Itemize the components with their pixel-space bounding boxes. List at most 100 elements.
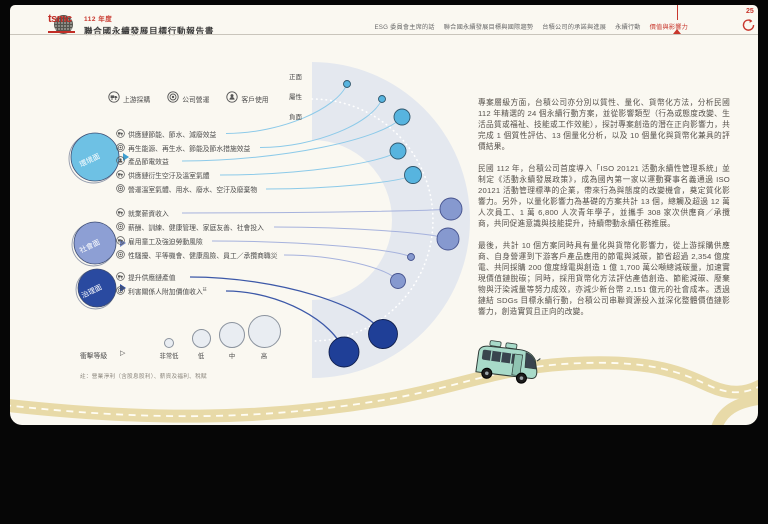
paragraph-2: 最後，共計 10 個方案同時具有量化與貨幣化影響力，從上游採購供應商、自身營運到… [478,241,730,316]
impact-item-1-2: 雇用童工及強迫勞動風險 [116,232,203,250]
impact-item-0-1: 再生能源、再生水、節能及節水措施效益 [116,139,250,157]
logo-underline [48,31,75,33]
value-chain-legend-item-2: 客戶使用 [226,90,269,108]
logo-text: tsmc [48,13,72,25]
bus-roof-vent [489,340,502,348]
header-divider [10,34,758,35]
category-arrow-icon-2 [120,284,126,292]
impact-item-1-0: 就業薪資收入 [116,204,169,222]
impact-item-1-3: 性騷擾、平等機會、健康風險、員工／承攬商職災 [116,246,278,264]
category-arrow-icon-0 [123,153,129,161]
impact-scale-arrow-icon: ▷ [120,350,126,357]
connector-0-3 [219,150,399,176]
category-circle-1 [73,221,117,265]
legend-label: 上游採購 [123,97,151,104]
impact-scale-label: 低 [197,353,205,360]
truck-icon [116,166,125,184]
bus-mirror [536,358,541,362]
truck-icon [108,90,120,108]
truck-icon [116,268,125,286]
person-icon [226,90,239,108]
category-circle-2 [77,268,117,308]
impact-scale-circle [164,338,174,348]
top-nav: ESG 委員會主席的話 聯合國永續發展目標與國際趨勢 台積公司的承諾與進展 永續行動 價… [374,22,688,31]
connector-1-2 [211,240,412,258]
legend-label: 客戶使用 [241,97,269,104]
impact-scale-level-0: 非常低 [147,5,191,360]
paragraph-0: 專案層級方面，台積公司亦分別以質性、量化、貨幣化方法，分析民國 112 年精選的… [478,98,730,151]
connector-0-1 [259,98,383,148]
impact-scale-circle [191,329,211,348]
impact-item-2-1: 利害關係人附加價值收入註 [116,282,207,300]
legend-label: 公司營運 [182,97,210,104]
report-year: 112 年度 [84,16,113,23]
impact-item-label: 性騷擾、平等機會、健康風險、員工／承攬商職災 [128,253,278,260]
nav-tab-2[interactable]: 台積公司的承諾與進展 [542,24,607,31]
nav-tab-0[interactable]: ESG 委員會主席的話 [374,24,435,31]
value-chain-legend: 上游採購 公司營運 客戶使用 [108,90,269,108]
rings-icon [167,90,179,108]
impact-bubble-2-1 [328,336,360,368]
connector-1-0 [181,208,452,214]
impact-item-0-3: 供應鏈衍生空汙及溫室氣體 [116,166,210,184]
impact-item-0-0: 供應鏈節能、節水、減廢效益 [116,125,216,143]
axis-label-1: 屬性 [289,94,302,101]
impact-scale-label: 高 [260,353,268,360]
impact-item-label: 再生能源、再生水、節能及節水措施效益 [128,145,251,153]
nav-tab-1[interactable]: 聯合國永續發展目標與國際趨勢 [443,24,534,31]
nav-tab-4[interactable]: 價值與影響力 [649,24,688,31]
impact-scale-label: 非常低 [159,353,179,360]
impact-item-label: 薪酬、訓練、健康管理、家庭友善、社會投入 [128,225,264,232]
impact-scale-level-1: 低 [179,5,223,360]
bus-hub [484,371,489,376]
connector-0-0 [225,83,348,134]
chapter-home-icon[interactable] [741,18,756,32]
impact-bubble-0-3 [389,142,407,160]
impact-bubble-1-3 [390,273,406,289]
road [10,356,758,423]
rings-icon [116,218,125,236]
impact-item-1-1: 薪酬、訓練、健康管理、家庭友善、社會投入 [116,218,264,236]
bus-door [511,353,524,377]
impact-bubble-2-0 [368,319,398,349]
impact-scale-circle [219,322,245,348]
footnote: 註：營業淨利（含股息股利）、薪資及福利、稅賦 [80,374,207,380]
impact-bubble-0-1 [378,95,386,103]
impact-bubble-0-0 [343,80,351,88]
bus-window-frames [489,350,513,364]
rings-icon [116,246,125,264]
attribute-dashed-arc [311,98,434,342]
truck-icon [116,204,125,222]
impact-item-label: 產品節電效益 [128,159,169,166]
value-chain-legend-item-0: 上游採購 [108,90,150,108]
bus-windshield [524,352,537,370]
road-curl [711,394,758,425]
truck-icon [116,125,125,143]
impact-scale-level-3: 高 [242,5,286,360]
impact-bubble-0-2 [393,108,411,126]
rings-icon [116,282,125,300]
axis-label-0: 正面 [289,74,302,81]
impact-scale-title: 衝擊等級 [80,353,108,360]
tsmc-logo: tsmc [48,12,78,36]
value-chain-legend-item-1: 公司營運 [167,90,209,108]
active-tab-line [677,5,678,20]
impact-bubble-1-1 [436,227,460,251]
axis-label-2: 負面 [289,114,302,121]
rings-icon [116,180,125,198]
impact-bubble-1-0 [439,197,463,221]
impact-item-label: 利害關係人附加價值收入註 [128,286,207,296]
impact-item-label: 供應鏈節能、節水、減廢效益 [128,131,217,139]
report-page: tsmc 112 年度 聯合國永續發展目標行動報告書 ESG 委員會主席的話 聯合… [10,5,758,425]
impact-item-label: 就業薪資收入 [128,211,169,218]
impact-item-2-0: 提升供應鏈產值 [116,268,176,286]
road-centerline [10,361,758,418]
nav-tab-3[interactable]: 永續行動 [615,24,641,31]
truck-icon [116,232,125,250]
impact-item-label: 雇用童工及強迫勞動風險 [128,239,203,246]
paragraph-1: 民國 112 年，台積公司首度導入「ISO 20121 活動永續性管理系統」並制… [478,164,730,228]
article-text: 專案層級方面，台積公司亦分別以質性、量化、貨幣化方法，分析民國 112 年精選的… [478,97,730,328]
report-title: 聯合國永續發展目標行動報告書 [84,26,215,36]
person-icon [116,152,125,170]
